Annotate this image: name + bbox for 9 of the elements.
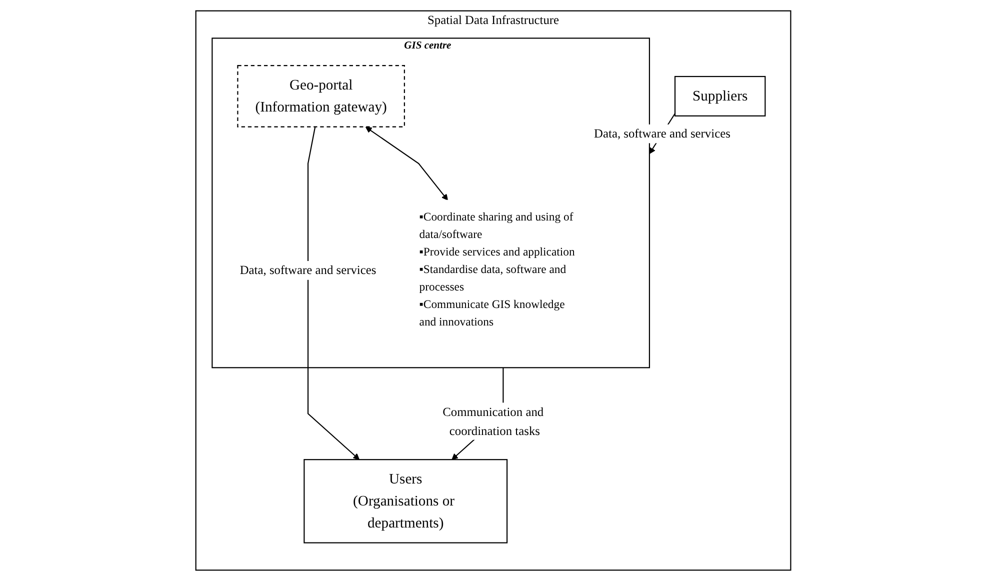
node-text: ▪Coordinate sharing and using of data/software ▪Provide services and application ▪Standardise data, software and processes ▪Communicate GIS knowledge and innovations <box>418 211 575 329</box>
node-box: Geo-portal (Information gateway) <box>236 65 405 128</box>
arrow <box>307 126 360 460</box>
node-box: Suppliers <box>674 76 766 116</box>
edge-label: Data, software and services <box>594 126 730 140</box>
arrow <box>365 126 448 200</box>
node-box: Users (Organisations or departments) <box>303 459 508 544</box>
edge-label: Data, software and services <box>240 263 376 277</box>
edge-label: Communication and coordination tasks <box>442 404 544 438</box>
